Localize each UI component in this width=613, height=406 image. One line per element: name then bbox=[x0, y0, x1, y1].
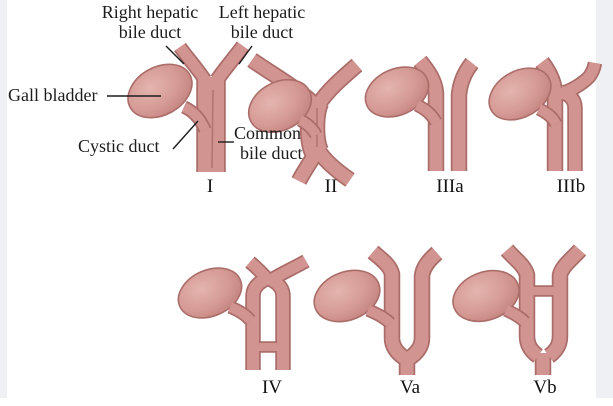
variant-label-IIIb: IIIb bbox=[556, 176, 586, 197]
figure-type-II bbox=[247, 53, 363, 187]
figure-type-Va bbox=[313, 245, 443, 375]
variant-label-Vb: Vb bbox=[533, 377, 557, 398]
gall-bladder-shape bbox=[452, 269, 520, 323]
variant-label-I: I bbox=[206, 176, 214, 197]
gall-bladder-shape bbox=[364, 66, 430, 118]
label-gall-bladder: Gall bladder bbox=[8, 85, 98, 105]
label-common-bile-duct: Common bile duct bbox=[234, 123, 302, 163]
variant-label-Va: Va bbox=[399, 377, 421, 398]
label-line: Common bbox=[234, 123, 302, 143]
label-right-hepatic-bile-duct: Right hepatic bile duct bbox=[85, 2, 215, 42]
figure-type-Vb bbox=[452, 244, 587, 375]
figure-type-IIIb bbox=[488, 57, 603, 171]
page-margin-right bbox=[596, 0, 613, 398]
figure-type-I bbox=[127, 41, 250, 172]
leader-lines bbox=[107, 45, 253, 150]
gall-bladder-shape bbox=[177, 267, 243, 319]
label-line: bile duct bbox=[230, 22, 294, 42]
leader-cystic-duct bbox=[172, 120, 199, 150]
label-line: bile duct bbox=[240, 143, 303, 163]
leader-left-hepatic bbox=[238, 45, 253, 65]
gall-bladder-shape bbox=[488, 67, 552, 121]
variant-label-IIIa: IIIa bbox=[436, 176, 464, 197]
variant-label-IV: IV bbox=[261, 377, 283, 398]
label-cystic-duct: Cystic duct bbox=[78, 136, 160, 156]
gall-bladder-shape bbox=[313, 269, 381, 323]
figure-type-IIIa bbox=[364, 55, 479, 171]
gall-bladder-shape bbox=[247, 78, 313, 134]
label-left-hepatic-bile-duct: Left hepatic bile duct bbox=[197, 2, 327, 42]
variant-label-II: II bbox=[324, 176, 338, 197]
gall-bladder-shape bbox=[127, 63, 193, 119]
leader-right-hepatic bbox=[165, 45, 185, 65]
label-line: Right hepatic bbox=[101, 2, 199, 22]
duct-groove bbox=[211, 89, 214, 169]
page-margin-left bbox=[0, 0, 7, 398]
label-line: Left hepatic bbox=[218, 2, 306, 22]
figure-type-IV bbox=[177, 254, 310, 370]
label-line: bile duct bbox=[118, 22, 182, 42]
